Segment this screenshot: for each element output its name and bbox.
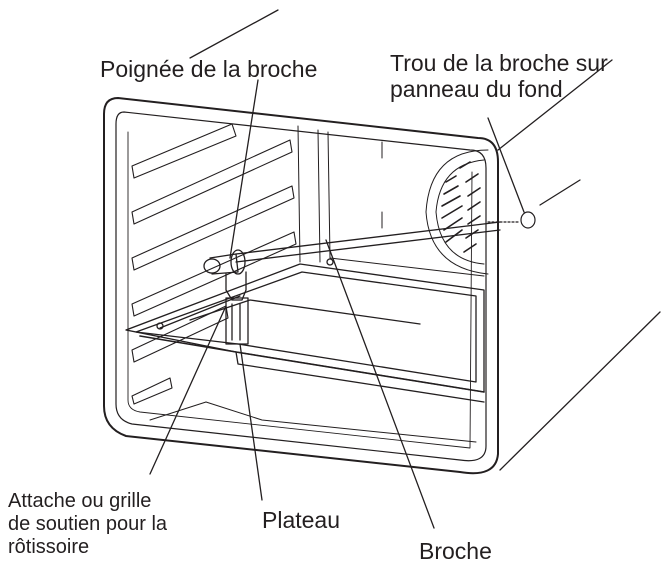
oven-body: [189, 9, 661, 471]
label-rotisserie-support-line2: de soutien pour la: [8, 513, 168, 535]
label-spit-handle-text: Poignée de la broche: [100, 56, 318, 82]
label-tray-text: Plateau: [262, 507, 341, 533]
label-rotisserie-support-line3: rôtissoire: [8, 536, 90, 558]
leader-tray: [239, 343, 263, 501]
spit-rod: [235, 221, 501, 263]
label-spit-hole-line1: Trou de la broche sur: [390, 50, 608, 76]
leader-spit: [325, 239, 435, 529]
fan-grille: [425, 149, 489, 275]
leader-hole: [487, 117, 525, 213]
leader-handle: [229, 79, 259, 259]
tray: [125, 258, 485, 403]
label-spit-hole: Trou de la broche sur panneau du fond: [390, 50, 608, 103]
leader-lines: [149, 79, 525, 529]
label-rotisserie-support: Attache ou grille de soutien pour la rôt…: [8, 490, 167, 559]
label-tray: Plateau: [262, 507, 340, 533]
label-spit-hole-line2: panneau du fond: [390, 76, 563, 103]
label-spit-text: Broche: [419, 538, 492, 564]
leader-attach: [149, 305, 227, 475]
rotisserie-support: [225, 297, 249, 345]
spit-hole: [487, 211, 536, 229]
spit-handle: [203, 249, 247, 301]
oven-interior: [149, 125, 485, 443]
oven-front-frame: [103, 97, 499, 475]
label-rotisserie-support-line1: Attache ou grille: [8, 490, 152, 512]
shelf-rails: [131, 123, 297, 405]
label-spit-handle: Poignée de la broche: [100, 56, 317, 82]
label-spit: Broche: [419, 538, 492, 564]
